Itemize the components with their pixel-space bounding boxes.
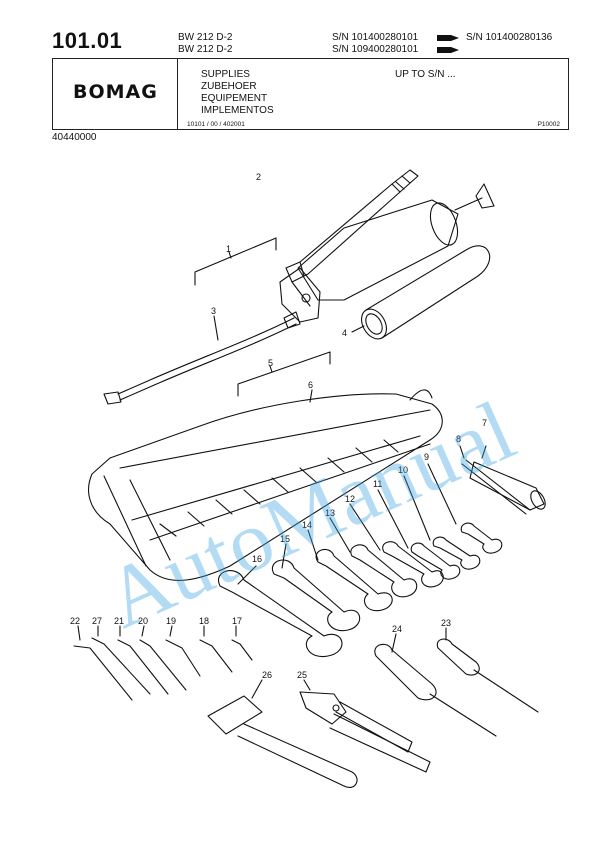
callout-22: 22: [70, 616, 80, 626]
callout-24: 24: [392, 624, 402, 634]
hammer: [207, 679, 358, 788]
screwdriver-large: [374, 633, 497, 737]
callout-6: 6: [308, 380, 313, 390]
callout-11: 11: [373, 479, 382, 489]
watermark-text: AutoManual: [92, 382, 528, 647]
grease-cartridge: [351, 245, 491, 340]
callout-21: 21: [114, 616, 124, 626]
callout-9: 9: [424, 452, 429, 462]
serial-to: S/N 101400280136: [466, 32, 553, 43]
callout-4: 4: [342, 328, 347, 338]
title-en: SUPPLIES: [201, 69, 250, 80]
tool-pouch: [88, 389, 443, 581]
header-divider: [177, 59, 179, 129]
callout-2: 2: [256, 172, 261, 182]
callout-17: 17: [232, 616, 242, 626]
range-label: UP TO S/N ...: [395, 69, 456, 80]
wrench-set: [217, 463, 503, 658]
model-line-2: BW 212 D-2: [178, 44, 233, 55]
leader-line: [228, 251, 232, 259]
water-pump-pliers: [299, 679, 431, 773]
page-code: P10002: [537, 121, 560, 128]
callout-27: 27: [92, 616, 102, 626]
callout-20: 20: [138, 616, 148, 626]
callout-5: 5: [268, 358, 273, 368]
callout-10: 10: [398, 465, 408, 475]
callout-13: 13: [325, 508, 335, 518]
callout-1: 1: [226, 244, 231, 254]
callout-3: 3: [211, 306, 216, 316]
hex-key-set: [73, 625, 253, 701]
callout-16: 16: [252, 554, 262, 564]
brand-logo: BOMAG: [73, 81, 158, 103]
callout-23: 23: [441, 618, 451, 628]
page-number: 101.01: [52, 28, 123, 53]
bracket-1: [194, 237, 277, 286]
bracket-5: [237, 351, 331, 397]
title-es: IMPLEMENTOS: [201, 105, 274, 116]
screwdriver-small: [436, 627, 539, 713]
callout-15: 15: [280, 534, 290, 544]
title-de: ZUBEHOER: [201, 81, 257, 92]
model-line-1: BW 212 D-2: [178, 32, 233, 43]
callout-7: 7: [482, 418, 487, 428]
part-number: 40440000: [52, 132, 97, 143]
title-fr: EQUIPEMENT: [201, 93, 268, 104]
callout-25: 25: [297, 670, 307, 680]
header-box: BOMAG SUPPLIES ZUBEHOER EQUIPEMENT IMPLE…: [52, 58, 569, 130]
socket-wrench: [469, 445, 546, 511]
callout-12: 12: [345, 494, 355, 504]
doc-code: 10101 / 00 / 402001: [187, 121, 245, 128]
callout-19: 19: [166, 616, 176, 626]
callout-18: 18: [199, 616, 209, 626]
serial-from-2: S/N 109400280101: [332, 44, 419, 55]
callout-14: 14: [302, 520, 312, 530]
serial-arrow-icon: [437, 35, 459, 41]
grease-gun: [279, 169, 495, 323]
tommy-bar: [459, 445, 531, 515]
serial-from-1: S/N 101400280101: [332, 32, 419, 43]
serial-arrow-icon: [437, 47, 459, 53]
grease-hose: [103, 311, 301, 405]
callout-26: 26: [262, 670, 272, 680]
callout-8: 8: [456, 434, 461, 444]
